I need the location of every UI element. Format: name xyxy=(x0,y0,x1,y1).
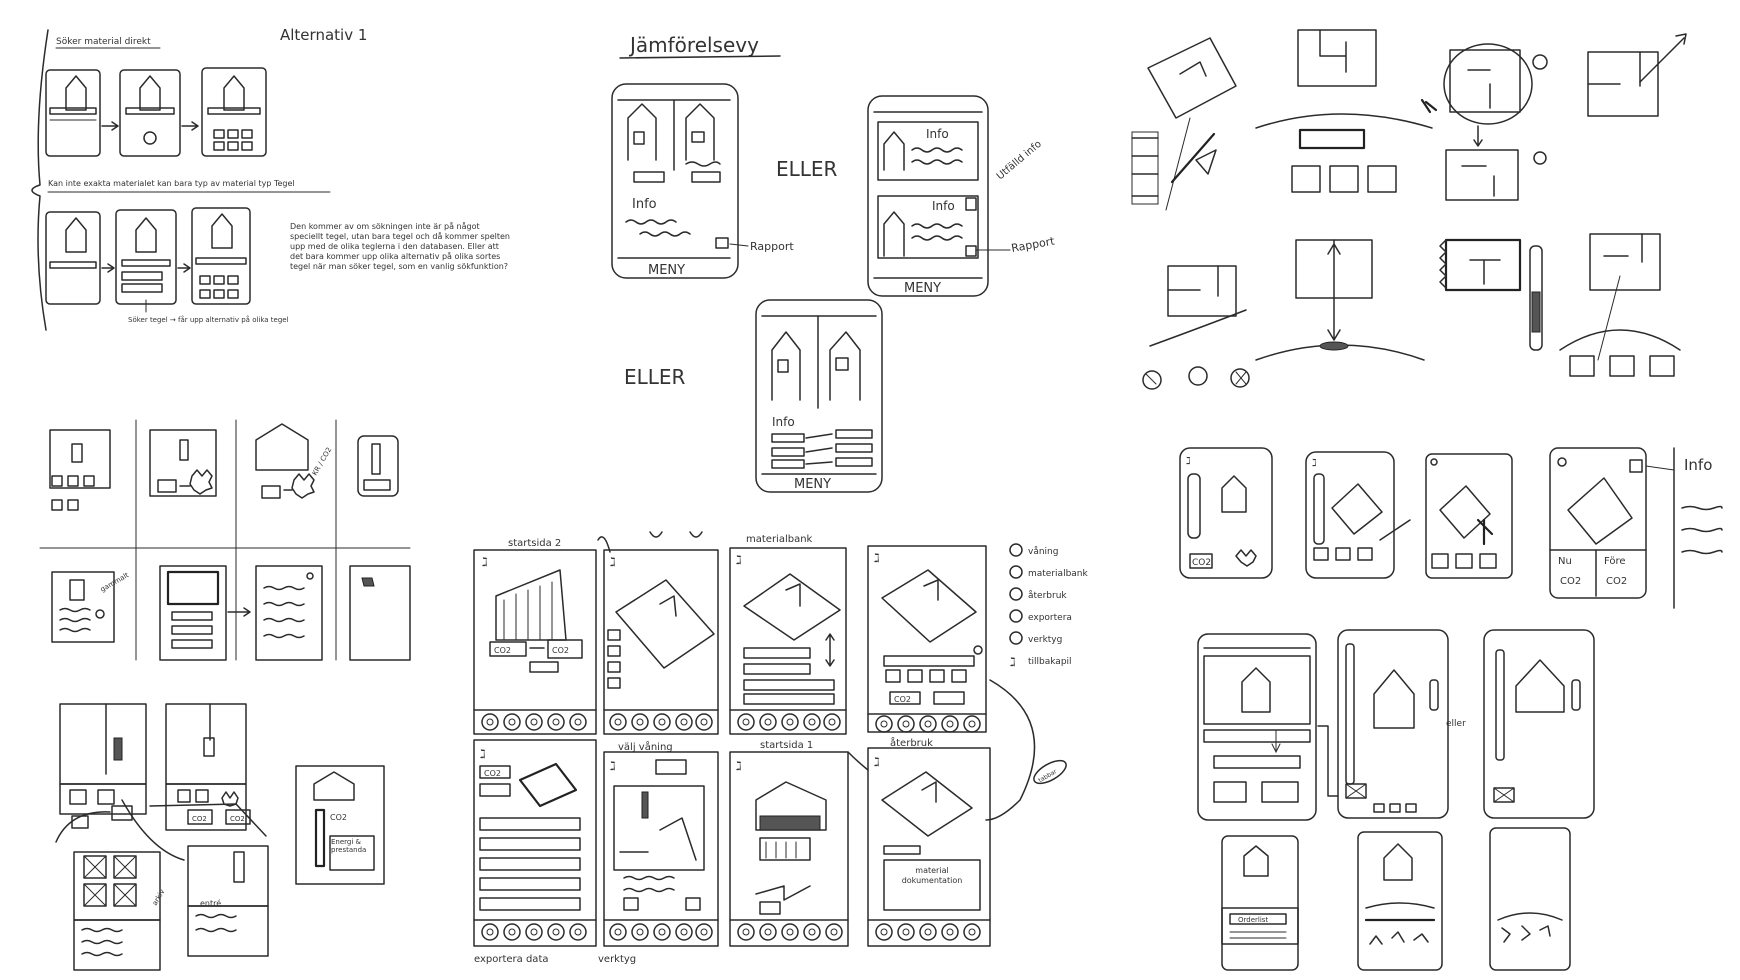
back-arrow-icon[interactable]: ℷ xyxy=(736,553,742,567)
phone-sketch xyxy=(1425,453,1513,579)
svg-text:CO2: CO2 xyxy=(484,769,501,778)
floorplan-sketch xyxy=(1147,37,1237,119)
phone-sketch xyxy=(1483,629,1595,819)
rapport-label: Rapport xyxy=(750,240,794,253)
jamforelsevy-title: Jämförelsevy xyxy=(628,33,759,57)
wireframe-aterbruk: ℷ CO2 xyxy=(867,545,987,733)
arkiv-label: arkiv xyxy=(151,888,167,907)
co2-label: CO2 xyxy=(192,815,207,823)
legend-item: verktyg xyxy=(1028,635,1062,645)
floorplan-sketch xyxy=(1297,29,1377,87)
back-arrow-icon[interactable]: ℷ xyxy=(1186,456,1191,467)
label-aterbruk: återbruk xyxy=(890,736,933,749)
legend-item: materialbank xyxy=(1028,569,1088,579)
phone-sketch xyxy=(1197,633,1317,821)
utfalld-info-label: Utfälld info xyxy=(995,139,1044,183)
back-arrow-icon[interactable]: ℷ xyxy=(736,759,742,773)
legend-item: återbruk xyxy=(1028,590,1067,601)
label-startsida-2: startsida 2 xyxy=(508,538,561,549)
label-verktyg: verktyg xyxy=(598,954,636,965)
legend-item: exportera xyxy=(1028,613,1072,623)
floorplan-sketch xyxy=(1587,51,1659,117)
panel-sketch-grid: KR / CO2 gammalt CO2 xyxy=(39,419,411,971)
svg-text:CO2: CO2 xyxy=(894,695,911,704)
phone-sketch: Nu Före CO2 CO2 xyxy=(1549,447,1647,599)
svg-text:CO2: CO2 xyxy=(230,815,245,823)
panel-floorplans xyxy=(1131,29,1687,390)
svg-text:CO2: CO2 xyxy=(552,646,569,655)
info-label: Info xyxy=(632,197,657,212)
floorplan-sketch xyxy=(1439,238,1522,292)
phone-sketch xyxy=(45,211,101,305)
annotation-soker-tegel: Söker tegel → får upp alternativ på olik… xyxy=(128,315,289,324)
wireframe-startsida-1: ℷ xyxy=(729,751,849,947)
fore-label: Före xyxy=(1604,556,1626,567)
wireframe-valj-vaning: ℷ xyxy=(603,549,719,735)
panel-app-wireframes: startsida 2 materialbank ℷ CO2 CO2 ℷ xyxy=(473,531,1088,965)
phone-sketch: ℷ xyxy=(1305,451,1411,579)
label-materialbank: materialbank xyxy=(746,534,813,545)
svg-text:CO2: CO2 xyxy=(1606,576,1627,587)
label-valj-vaning: välj våning xyxy=(618,740,673,753)
svg-text:Info: Info xyxy=(926,127,949,141)
wireframe-materialbank: ℷ xyxy=(729,547,847,735)
energi-label: Energi & prestanda xyxy=(331,838,367,854)
phone-compare-2: Info Info MENY xyxy=(867,95,989,297)
svg-text:Info: Info xyxy=(772,415,795,429)
phone-compare-3: Info MENY xyxy=(755,299,883,493)
meny-label: MENY xyxy=(648,263,685,278)
svg-text:CO2: CO2 xyxy=(1192,558,1211,568)
eller-label: ELLER xyxy=(624,365,686,389)
phone-sketch xyxy=(201,67,267,157)
back-arrow-icon[interactable]: ℷ xyxy=(480,747,486,761)
row1-label: Söker material direkt xyxy=(56,37,151,47)
panel-alternativ-1: Alternativ 1 Söker material direkt Kan i… xyxy=(31,26,510,331)
floorplan-sketch xyxy=(1443,43,1533,125)
legend-item: våning xyxy=(1028,546,1058,557)
row2-label: Kan inte exakta materialet kan bara typ … xyxy=(48,179,295,188)
svg-text:Info: Info xyxy=(932,199,955,213)
svg-text:CO2: CO2 xyxy=(330,813,347,822)
wireframe-exportera-data: ℷ CO2 xyxy=(473,739,597,947)
entre-label: entré xyxy=(200,898,221,908)
wireframe-aterbruk-detail: ℷ material dokumentation xyxy=(867,747,991,947)
back-arrow-icon[interactable]: ℷ xyxy=(1312,458,1317,469)
back-arrow-icon[interactable]: ℷ xyxy=(610,555,616,569)
panel-jamforelsevy: Jämförelsevy Info MENY Rapport ELLER xyxy=(611,33,1056,493)
back-arrow-icon: ℷ xyxy=(1010,655,1016,669)
wireframe-startsida-2: ℷ CO2 CO2 xyxy=(473,549,597,735)
phone-sketch xyxy=(119,69,181,157)
wireframe-verktyg: ℷ xyxy=(603,751,719,947)
eller-label: ELLER xyxy=(776,157,838,181)
back-arrow-icon[interactable]: ℷ xyxy=(874,551,880,565)
phone-compare-1: Info MENY xyxy=(611,83,739,279)
label-startsida-1: startsida 1 xyxy=(760,740,813,751)
icon-legend: våning materialbank återbruk exportera v… xyxy=(1009,543,1088,669)
eller-label: eller xyxy=(1446,719,1466,729)
phone-sketch: ℷ CO2 xyxy=(1179,447,1273,579)
svg-text:MENY: MENY xyxy=(904,281,941,296)
material-dokumentation-label: material dokumentation xyxy=(901,866,963,885)
svg-text:CO2: CO2 xyxy=(494,646,511,655)
info-label: Info xyxy=(1684,456,1712,474)
phone-sketch xyxy=(191,207,251,305)
alternativ-title: Alternativ 1 xyxy=(280,26,367,44)
panel-mobile-flows: ℷ CO2 ℷ Nu xyxy=(1179,447,1723,971)
phone-sketch xyxy=(115,209,177,305)
legend-item: tillbakapil xyxy=(1028,657,1072,667)
phone-sketch xyxy=(45,69,101,157)
back-arrow-icon[interactable]: ℷ xyxy=(874,755,880,769)
orderlist-label: Orderlist xyxy=(1238,916,1268,924)
alternativ-note: Den kommer av om sökningen inte är på nå… xyxy=(290,222,510,271)
back-arrow-icon[interactable]: ℷ xyxy=(610,759,616,773)
svg-text:MENY: MENY xyxy=(794,477,831,492)
nu-label: Nu xyxy=(1558,556,1572,567)
kr-co2-label: KR / CO2 xyxy=(311,446,333,477)
rapport-label: Rapport xyxy=(1010,234,1056,255)
label-exportera-data: exportera data xyxy=(474,954,549,965)
svg-text:CO2: CO2 xyxy=(1560,576,1581,587)
back-arrow-icon[interactable]: ℷ xyxy=(482,555,488,569)
phone-sketch xyxy=(1337,629,1449,819)
